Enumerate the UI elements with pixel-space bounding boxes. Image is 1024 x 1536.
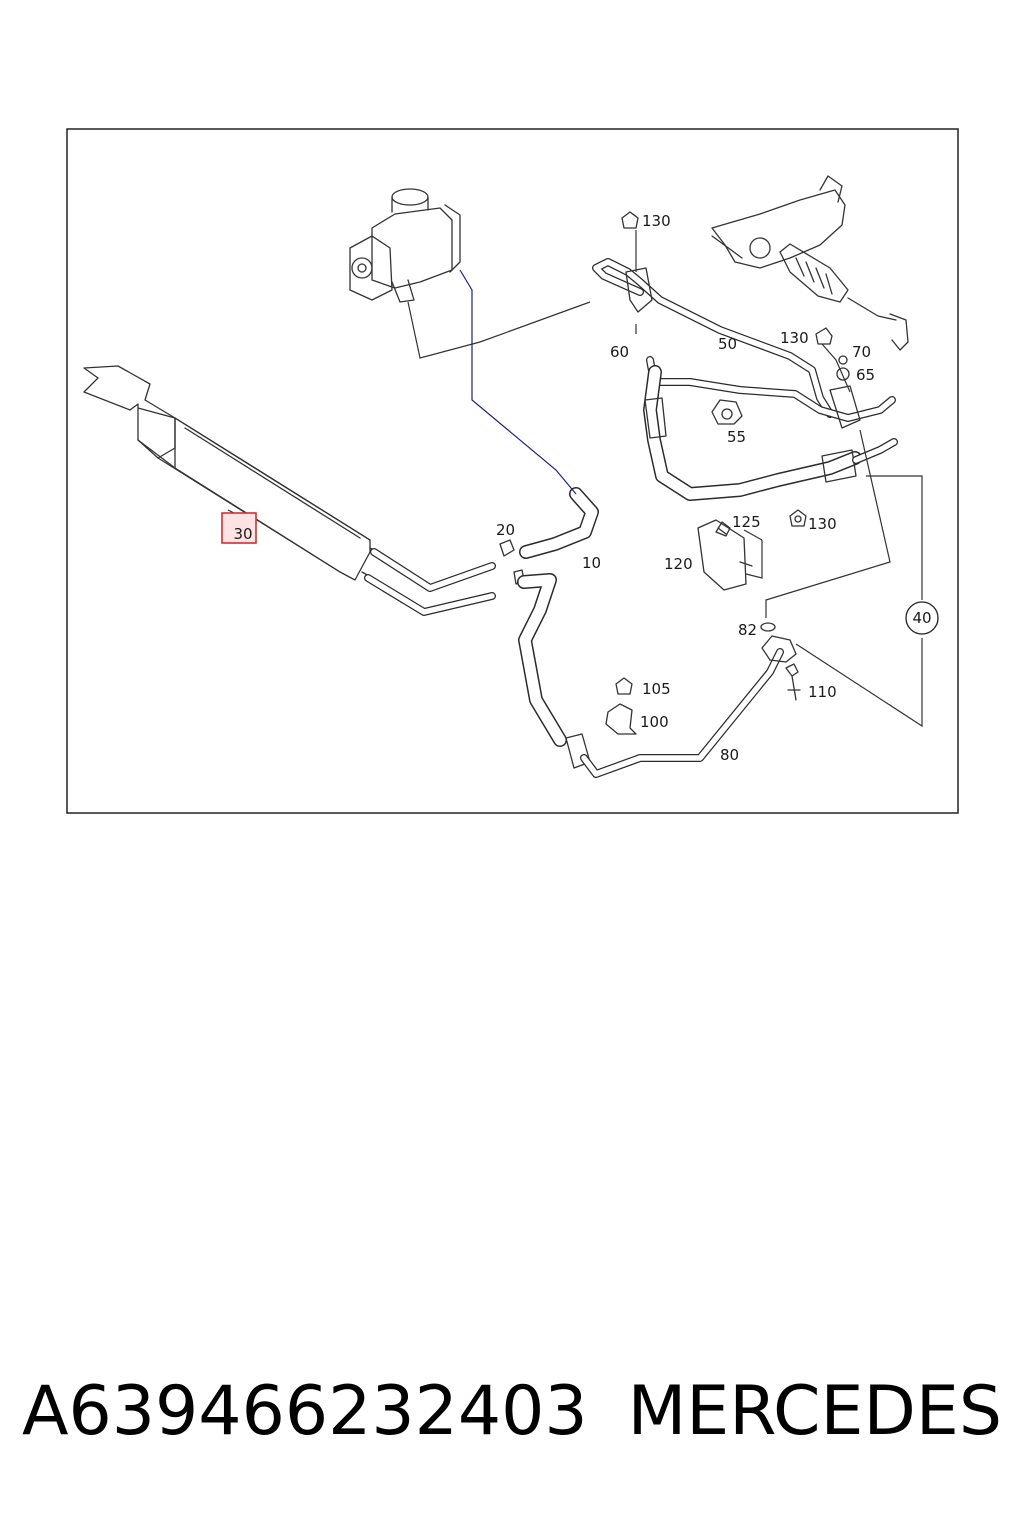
bracket-70-65[interactable] [815, 327, 861, 429]
clamp-130-upper[interactable] [621, 211, 653, 313]
hose-10[interactable] [519, 487, 599, 559]
diagram-frame [66, 128, 959, 814]
label-60: 60 [610, 343, 629, 361]
label-10: 10 [582, 554, 601, 572]
banjo-fitting[interactable] [760, 622, 797, 663]
label-130-top: 130 [642, 212, 671, 230]
callout-30-highlight[interactable]: 30 [221, 512, 257, 544]
cooler-outlet-tubes[interactable] [364, 548, 496, 616]
pressure-hose-40[interactable] [643, 365, 898, 501]
bolt-125[interactable] [715, 521, 731, 537]
steering-gear[interactable] [711, 175, 909, 351]
label-70: 70 [852, 343, 871, 361]
label-110: 110 [808, 683, 837, 701]
label-50: 50 [718, 335, 737, 353]
label-55: 55 [727, 428, 746, 446]
label-100: 100 [640, 713, 669, 731]
part-caption: A639466232403 MERCEDES [0, 1372, 1024, 1482]
pressure-hose-50[interactable] [592, 258, 896, 422]
label-130-right-top: 130 [780, 329, 809, 347]
return-line-80[interactable] [517, 573, 784, 778]
brand-name: MERCEDES [627, 1372, 1002, 1451]
label-125: 125 [732, 513, 761, 531]
callout-labels: 130 130 70 65 50 60 55 125 130 120 20 10… [496, 212, 875, 764]
bracket-120[interactable] [697, 519, 753, 591]
label-30: 30 [233, 525, 252, 543]
nut-130-right[interactable] [789, 509, 807, 527]
clamp-55[interactable] [711, 399, 743, 425]
bolt-110[interactable] [785, 663, 801, 701]
label-40: 40 [912, 609, 931, 627]
label-105: 105 [642, 680, 671, 698]
label-80: 80 [720, 746, 739, 764]
label-130-right: 130 [808, 515, 837, 533]
oil-cooler[interactable] [83, 365, 379, 581]
label-20: 20 [496, 521, 515, 539]
clamp-100-105[interactable] [605, 677, 637, 735]
label-65: 65 [856, 366, 875, 384]
part-number: A639466232403 [22, 1372, 588, 1451]
leader-lines [227, 230, 923, 728]
label-82: 82 [738, 621, 757, 639]
callout-40[interactable]: 40 [905, 601, 939, 635]
label-120: 120 [664, 555, 693, 573]
power-steering-pump[interactable] [349, 188, 461, 303]
